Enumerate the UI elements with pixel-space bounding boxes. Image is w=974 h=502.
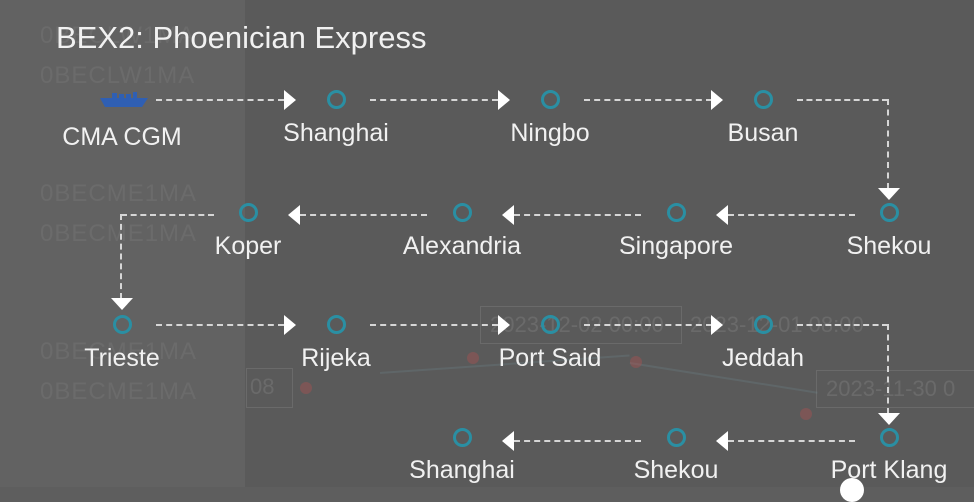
port-node[interactable] — [453, 428, 472, 447]
arrow-left-icon — [716, 205, 728, 225]
arrow-left-icon — [502, 205, 514, 225]
port-node[interactable] — [880, 428, 899, 447]
route-segment — [887, 324, 889, 414]
cargo-ship-icon — [100, 92, 148, 107]
scroll-handle[interactable] — [840, 478, 864, 502]
port-label: Shanghai — [409, 456, 515, 484]
port-label: Port Said — [498, 344, 602, 372]
arrow-right-icon — [711, 315, 723, 335]
service-title: BEX2: Phoenician Express — [56, 20, 427, 55]
map-tooltip-box — [246, 368, 293, 408]
route-segment — [120, 214, 122, 299]
port-label: Trieste — [84, 344, 160, 372]
port-node[interactable] — [667, 428, 686, 447]
arrow-left-icon — [502, 431, 514, 451]
map-timestamp: 2023-11-30 0 — [826, 376, 956, 401]
route-segment — [514, 440, 641, 442]
map-vessel-marker — [300, 382, 312, 394]
port-label: Shekou — [846, 232, 932, 260]
map-vessel-marker — [800, 408, 812, 420]
arrow-right-icon — [498, 315, 510, 335]
port-label: Shekou — [633, 456, 719, 484]
arrow-down-icon — [878, 413, 900, 425]
route-segment — [584, 324, 712, 326]
port-node[interactable] — [754, 315, 773, 334]
map-timestamp: 08 — [250, 374, 275, 399]
port-label: Alexandria — [402, 232, 522, 260]
port-node[interactable] — [113, 315, 132, 334]
route-segment — [514, 214, 641, 216]
arrow-right-icon — [284, 90, 296, 110]
route-segment — [370, 324, 498, 326]
route-segment — [156, 324, 284, 326]
port-label: Koper — [214, 232, 282, 260]
port-label: Shanghai — [283, 119, 389, 147]
arrow-left-icon — [716, 431, 728, 451]
port-node[interactable] — [754, 90, 773, 109]
carrier-name: CMA CGM — [62, 123, 182, 151]
route-segment — [370, 99, 498, 101]
route-segment — [121, 214, 214, 216]
arrow-right-icon — [711, 90, 723, 110]
map-tooltip-box — [816, 370, 974, 408]
arrow-down-icon — [111, 298, 133, 310]
port-label: Singapore — [619, 232, 733, 260]
route-segment — [887, 99, 889, 189]
port-label: Ningbo — [510, 119, 590, 147]
ghost-code: 0BECME1MA — [40, 220, 198, 247]
route-segment — [728, 214, 855, 216]
route-segment — [584, 99, 712, 101]
port-node[interactable] — [239, 203, 258, 222]
map-background — [245, 0, 974, 487]
port-node[interactable] — [541, 90, 560, 109]
ghost-code: 0BECME1MA — [40, 180, 198, 207]
port-node[interactable] — [667, 203, 686, 222]
port-label: Busan — [727, 119, 799, 147]
ghost-code: 0BECLW1MA — [40, 22, 196, 49]
route-segment — [797, 324, 888, 326]
route-segment — [300, 214, 427, 216]
port-node[interactable] — [327, 315, 346, 334]
port-node[interactable] — [453, 203, 472, 222]
arrow-right-icon — [284, 315, 296, 335]
route-segment — [797, 99, 888, 101]
port-node[interactable] — [327, 90, 346, 109]
port-label: Rijeka — [301, 344, 371, 372]
route-segment — [156, 99, 284, 101]
map-vessel-marker — [467, 352, 479, 364]
port-node[interactable] — [541, 315, 560, 334]
port-label: Jeddah — [721, 344, 805, 372]
route-segment — [728, 440, 855, 442]
ghost-code: 0BECME1MA — [40, 338, 198, 365]
arrow-left-icon — [288, 205, 300, 225]
port-node[interactable] — [880, 203, 899, 222]
left-panel-background — [0, 0, 245, 487]
arrow-right-icon — [498, 90, 510, 110]
map-vessel-marker — [630, 356, 642, 368]
arrow-down-icon — [878, 188, 900, 200]
ghost-code: 0BECLW1MA — [40, 62, 196, 89]
ghost-code: 0BECME1MA — [40, 378, 198, 405]
